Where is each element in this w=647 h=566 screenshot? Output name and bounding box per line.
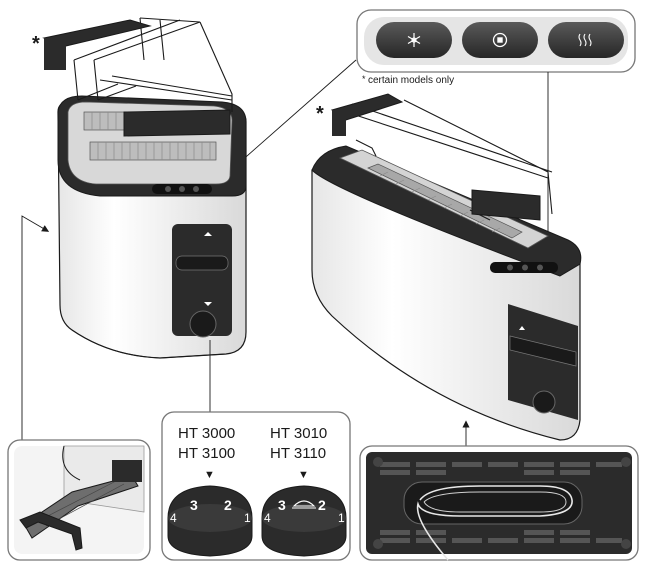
browning-dial[interactable] [532, 390, 556, 414]
bun-warmer-front-bar [471, 189, 541, 221]
heat-waves-icon [578, 33, 592, 47]
toaster-two-slot [42, 17, 247, 359]
bun-icon [292, 500, 316, 509]
model-label-ht3100: HT 3100 [178, 445, 235, 462]
toaster-lever[interactable] [175, 255, 229, 271]
model-label-ht3010: HT 3010 [270, 425, 327, 442]
bun-warmer-rack [339, 99, 553, 221]
bun-warmer-front-bar [123, 109, 231, 137]
dial-number-4: 4 [264, 511, 271, 525]
browning-dial[interactable] [189, 310, 217, 338]
dial-number-2: 2 [318, 497, 326, 513]
dial-number-4: 4 [170, 511, 177, 525]
cord-storage-panel [359, 445, 639, 561]
model-label-ht3110: HT 3110 [270, 445, 326, 462]
toaster-control-buttons [152, 184, 212, 194]
base-vents [380, 462, 622, 543]
toaster-slot [367, 163, 523, 239]
stop-button[interactable] [462, 22, 538, 58]
defrost-button[interactable] [376, 22, 452, 58]
toaster-lever-area [172, 224, 232, 338]
dial-number-2: 2 [224, 497, 232, 513]
dial-number-1: 1 [338, 511, 345, 525]
toaster-control-buttons [490, 262, 558, 273]
stop-icon [492, 32, 508, 48]
dials-panel: HT 3000 HT 3100 HT 3010 HT 3110 ▼ ▼ 4 3 … [161, 411, 351, 561]
dial-pointer-left: ▼ [204, 469, 215, 481]
model-label-ht3000: HT 3000 [178, 425, 235, 442]
asterisk-right: * [316, 103, 324, 125]
power-cord [416, 485, 573, 561]
leader-line-crumb-tray [21, 215, 50, 440]
browning-dial-bun-warmer: 4 3 2 1 [261, 485, 347, 557]
buttons-callout [356, 9, 636, 73]
browning-dial-standard: 4 3 2 1 [167, 485, 253, 557]
toaster-lever-area [508, 304, 578, 420]
certain-models-note: certain models only [368, 75, 454, 86]
snowflake-icon [407, 33, 421, 47]
toaster-top [311, 145, 582, 277]
dial-pointer-right: ▼ [298, 469, 309, 481]
bun-warmer-rack [73, 17, 233, 112]
reheat-button[interactable] [548, 22, 624, 58]
note-asterisk: * [362, 74, 366, 84]
dial-number-1: 1 [244, 511, 251, 525]
crumb-tray-panel [7, 439, 151, 561]
asterisk-left: * [32, 33, 40, 55]
dial-number-3: 3 [190, 497, 198, 513]
cord-wrap-channel [403, 481, 583, 525]
dial-number-3: 3 [278, 497, 286, 513]
toaster-lever[interactable] [509, 335, 577, 367]
toaster-long-slot [311, 93, 582, 441]
crumb-tray-handle[interactable] [19, 511, 83, 551]
